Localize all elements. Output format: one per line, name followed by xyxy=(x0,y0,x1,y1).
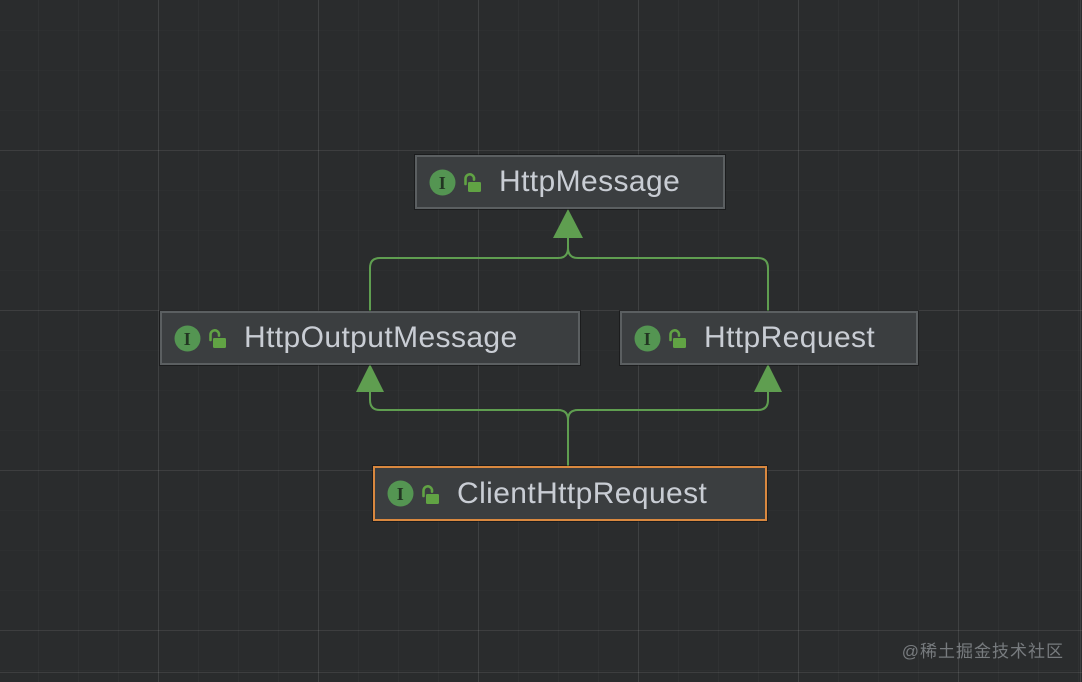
edge-httpoutputmessage-to-httpmessage xyxy=(369,237,569,312)
unlocked-padlock-icon xyxy=(464,173,481,192)
node-icons: I xyxy=(387,480,441,507)
node-icons: I xyxy=(429,169,483,196)
interface-letter: I xyxy=(184,329,191,349)
inheritance-arrowhead-httpmessage xyxy=(553,209,583,238)
interface-letter: I xyxy=(644,329,651,349)
edge-httprequest-to-httpmessage xyxy=(567,237,769,312)
node-httpoutputmessage[interactable]: I HttpOutputMessage xyxy=(160,311,580,365)
interface-letter: I xyxy=(439,173,446,193)
node-label: ClientHttpRequest xyxy=(457,476,708,510)
watermark: @稀土掘金技术社区 xyxy=(901,642,1064,661)
unlocked-padlock-icon xyxy=(669,329,686,348)
interface-icon: I xyxy=(174,325,201,351)
node-icons: I xyxy=(634,325,688,352)
inheritance-arrowhead-httprequest xyxy=(754,364,782,392)
edge-clienthttprequest-to-httprequest xyxy=(567,390,769,467)
unlocked-padlock-icon xyxy=(422,484,439,504)
interface-icon: I xyxy=(634,325,661,351)
edge-clienthttprequest-to-httpoutputmessage xyxy=(369,390,569,467)
interface-icon: I xyxy=(429,169,456,195)
interface-letter: I xyxy=(397,484,404,504)
node-label: HttpRequest xyxy=(704,321,876,354)
node-httprequest[interactable]: I HttpRequest xyxy=(620,311,918,365)
interface-icon: I xyxy=(387,480,414,507)
inheritance-arrowhead-httpoutputmessage xyxy=(356,364,384,392)
node-icons: I xyxy=(174,325,228,352)
node-clienthttprequest[interactable]: I ClientHttpRequest xyxy=(373,466,767,521)
node-label: HttpOutputMessage xyxy=(244,321,518,354)
unlocked-padlock-icon xyxy=(209,329,226,348)
node-httpmessage[interactable]: I HttpMessage xyxy=(415,155,725,209)
node-label: HttpMessage xyxy=(499,165,681,198)
